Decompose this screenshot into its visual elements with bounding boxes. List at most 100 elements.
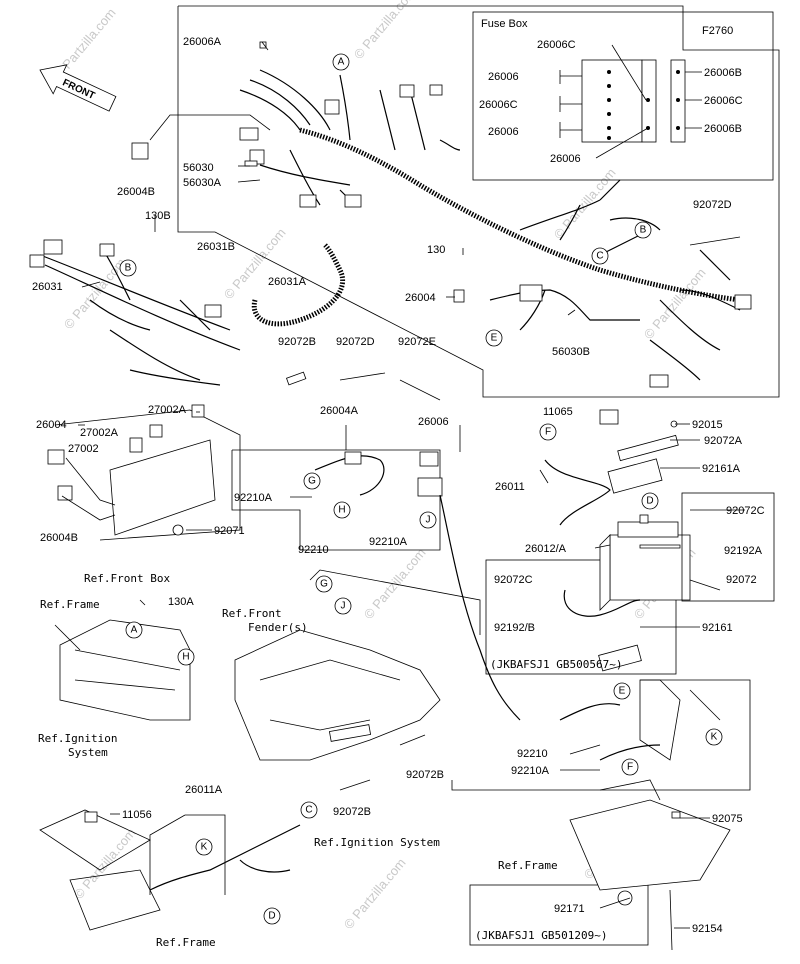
callout-A: A xyxy=(332,53,350,71)
rear-tray-section xyxy=(451,679,751,951)
part-label: 92154 xyxy=(692,923,723,935)
connector xyxy=(344,451,362,465)
part-label: 26004 xyxy=(405,292,436,304)
ref-label: Ref.Frame xyxy=(498,859,558,872)
part-label: 26011A xyxy=(185,784,223,796)
part-label: 92192A xyxy=(724,545,763,557)
main-harness-frame xyxy=(177,5,780,398)
battery-top xyxy=(617,521,679,538)
callout-C: C xyxy=(300,801,318,819)
part-label: 26006B xyxy=(704,123,742,135)
connector xyxy=(299,194,317,208)
callout-H: H xyxy=(177,648,195,666)
svg-text:H: H xyxy=(182,652,189,663)
part-label: 56030B xyxy=(552,346,590,358)
callout-J: J xyxy=(419,511,437,529)
svg-text:G: G xyxy=(308,476,316,487)
relay-26004 xyxy=(453,289,465,303)
part-label: 92072B xyxy=(406,769,444,781)
svg-text:D: D xyxy=(646,496,653,507)
svg-text:J: J xyxy=(341,601,346,612)
svg-text:F: F xyxy=(545,427,551,438)
callout-C: C xyxy=(591,247,609,265)
part-labels: 26006A 56030 56030A 26004B 26031B 130B 2… xyxy=(32,36,765,935)
part-label: 130 xyxy=(427,244,445,256)
callouts: A B B C E G H J F D A H G J E K F C K D xyxy=(119,53,723,925)
battery-terminal xyxy=(639,514,649,524)
section-frame xyxy=(54,409,241,541)
hold-down-bracket xyxy=(617,434,679,462)
pad-92161A xyxy=(607,458,663,494)
part-label: 92210 xyxy=(517,748,548,760)
pad-92161 xyxy=(598,644,642,672)
callout-D: D xyxy=(641,492,659,510)
frame-sketch xyxy=(59,619,191,721)
callout-J: J xyxy=(334,597,352,615)
part-label: 130B xyxy=(145,210,171,222)
clip-92075 xyxy=(671,811,681,819)
diagram-code: F2760 xyxy=(702,25,733,37)
part-label: 26004B xyxy=(40,532,78,544)
svg-text:C: C xyxy=(305,805,312,816)
main-wire-harness xyxy=(131,41,752,388)
connector xyxy=(734,294,752,310)
part-label: 27002A xyxy=(148,404,187,416)
svg-text:E: E xyxy=(491,333,498,344)
svg-text:A: A xyxy=(338,57,345,68)
watermark: © Partzilla.com xyxy=(71,825,139,902)
svg-text:F: F xyxy=(627,762,633,773)
ref-label: Ref.Front xyxy=(222,607,282,620)
leader-lines xyxy=(78,41,710,929)
relay-27002 xyxy=(129,437,143,453)
callout-G: G xyxy=(303,472,321,490)
battery-side xyxy=(599,534,611,611)
part-label: 11056 xyxy=(122,809,152,821)
connector xyxy=(29,254,45,268)
part-label: 26004A xyxy=(320,405,359,417)
svg-text:G: G xyxy=(320,579,328,590)
grommet-92171 xyxy=(617,890,633,906)
fuse-holder-base xyxy=(417,477,443,497)
part-label: 92071 xyxy=(214,525,245,537)
watermark: © Partzilla.com xyxy=(641,265,709,342)
fuse-56030 xyxy=(244,160,258,167)
fuse-dots xyxy=(607,70,680,140)
section-frame xyxy=(231,449,441,551)
ref-label: Ref.Ignition xyxy=(38,732,117,745)
part-label: 26006 xyxy=(488,71,519,83)
part-label: 92161A xyxy=(702,463,741,475)
part-label: 27002 xyxy=(68,443,99,455)
connector xyxy=(344,194,362,208)
connector xyxy=(324,99,340,115)
harness-26031A xyxy=(251,243,346,327)
connector xyxy=(239,127,259,141)
fender-sketch xyxy=(234,629,441,761)
part-label: 92075 xyxy=(712,813,743,825)
callout-A: A xyxy=(125,621,143,639)
part-label: 26004 xyxy=(36,419,67,431)
cable-26011A xyxy=(149,824,301,891)
connector xyxy=(204,304,222,318)
relay-26004B xyxy=(57,485,73,501)
callout-E: E xyxy=(485,329,503,347)
watermark: © Partzilla.com xyxy=(361,545,429,622)
part-label: 92072D xyxy=(336,336,375,348)
part-label: 92171 xyxy=(554,903,585,915)
part-label: 92210A xyxy=(369,536,408,548)
callout-F: F xyxy=(539,423,557,441)
relay-26004B xyxy=(131,142,149,160)
front-arrow-shape xyxy=(39,64,117,112)
connector xyxy=(429,84,443,96)
grommet-92071 xyxy=(172,524,184,536)
callout-E: E xyxy=(613,682,631,700)
watermark: © Partzilla.com xyxy=(551,165,619,242)
mid-harness-section xyxy=(231,449,521,721)
part-label: 26006C xyxy=(537,39,576,51)
ignition-part xyxy=(84,811,98,823)
svg-text:H: H xyxy=(338,505,345,516)
part-label: 27002A xyxy=(80,427,119,439)
part-label: 92072C xyxy=(494,574,533,586)
part-label: 92192/B xyxy=(494,622,535,634)
callout-B: B xyxy=(634,221,652,239)
